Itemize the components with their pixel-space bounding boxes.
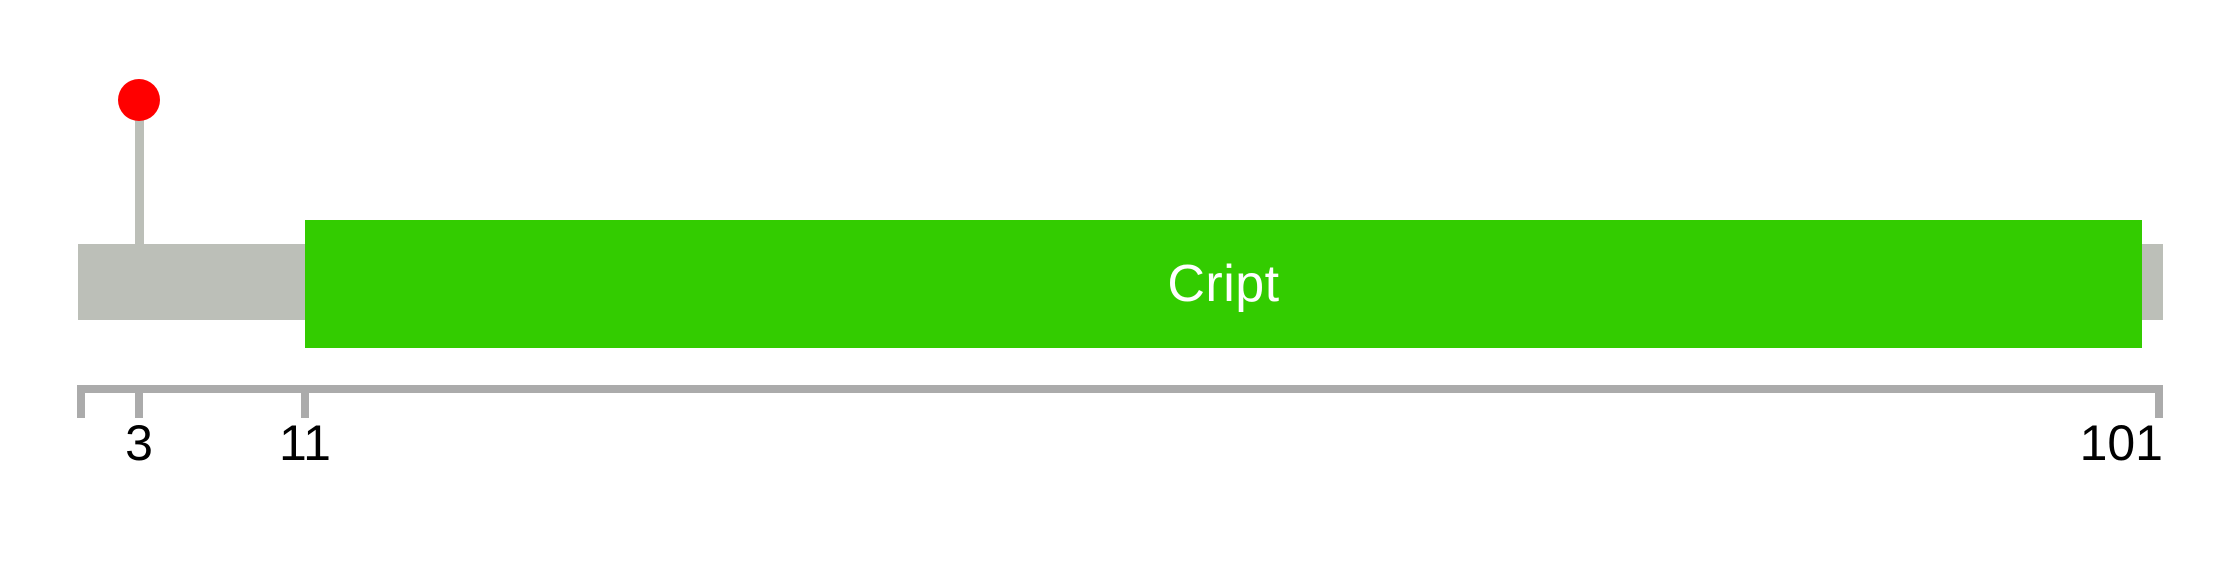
axis-tick: [135, 393, 143, 418]
domain-label: Cript: [1167, 255, 1280, 313]
axis-tick-label-11: 11: [279, 415, 331, 471]
axis-tick: [77, 393, 85, 418]
domain-block-cript[interactable]: Cript: [305, 220, 2142, 348]
mutation-lollipop-head-icon[interactable]: [118, 79, 160, 121]
residue-axis-line: [77, 385, 2163, 393]
axis-tick-label-3: 3: [125, 415, 153, 471]
axis-tick: [301, 393, 309, 418]
axis-tick: [2155, 393, 2163, 418]
axis-tick-label-101: 101: [2079, 415, 2163, 471]
mutation-lollipop-stem: [134, 100, 144, 244]
